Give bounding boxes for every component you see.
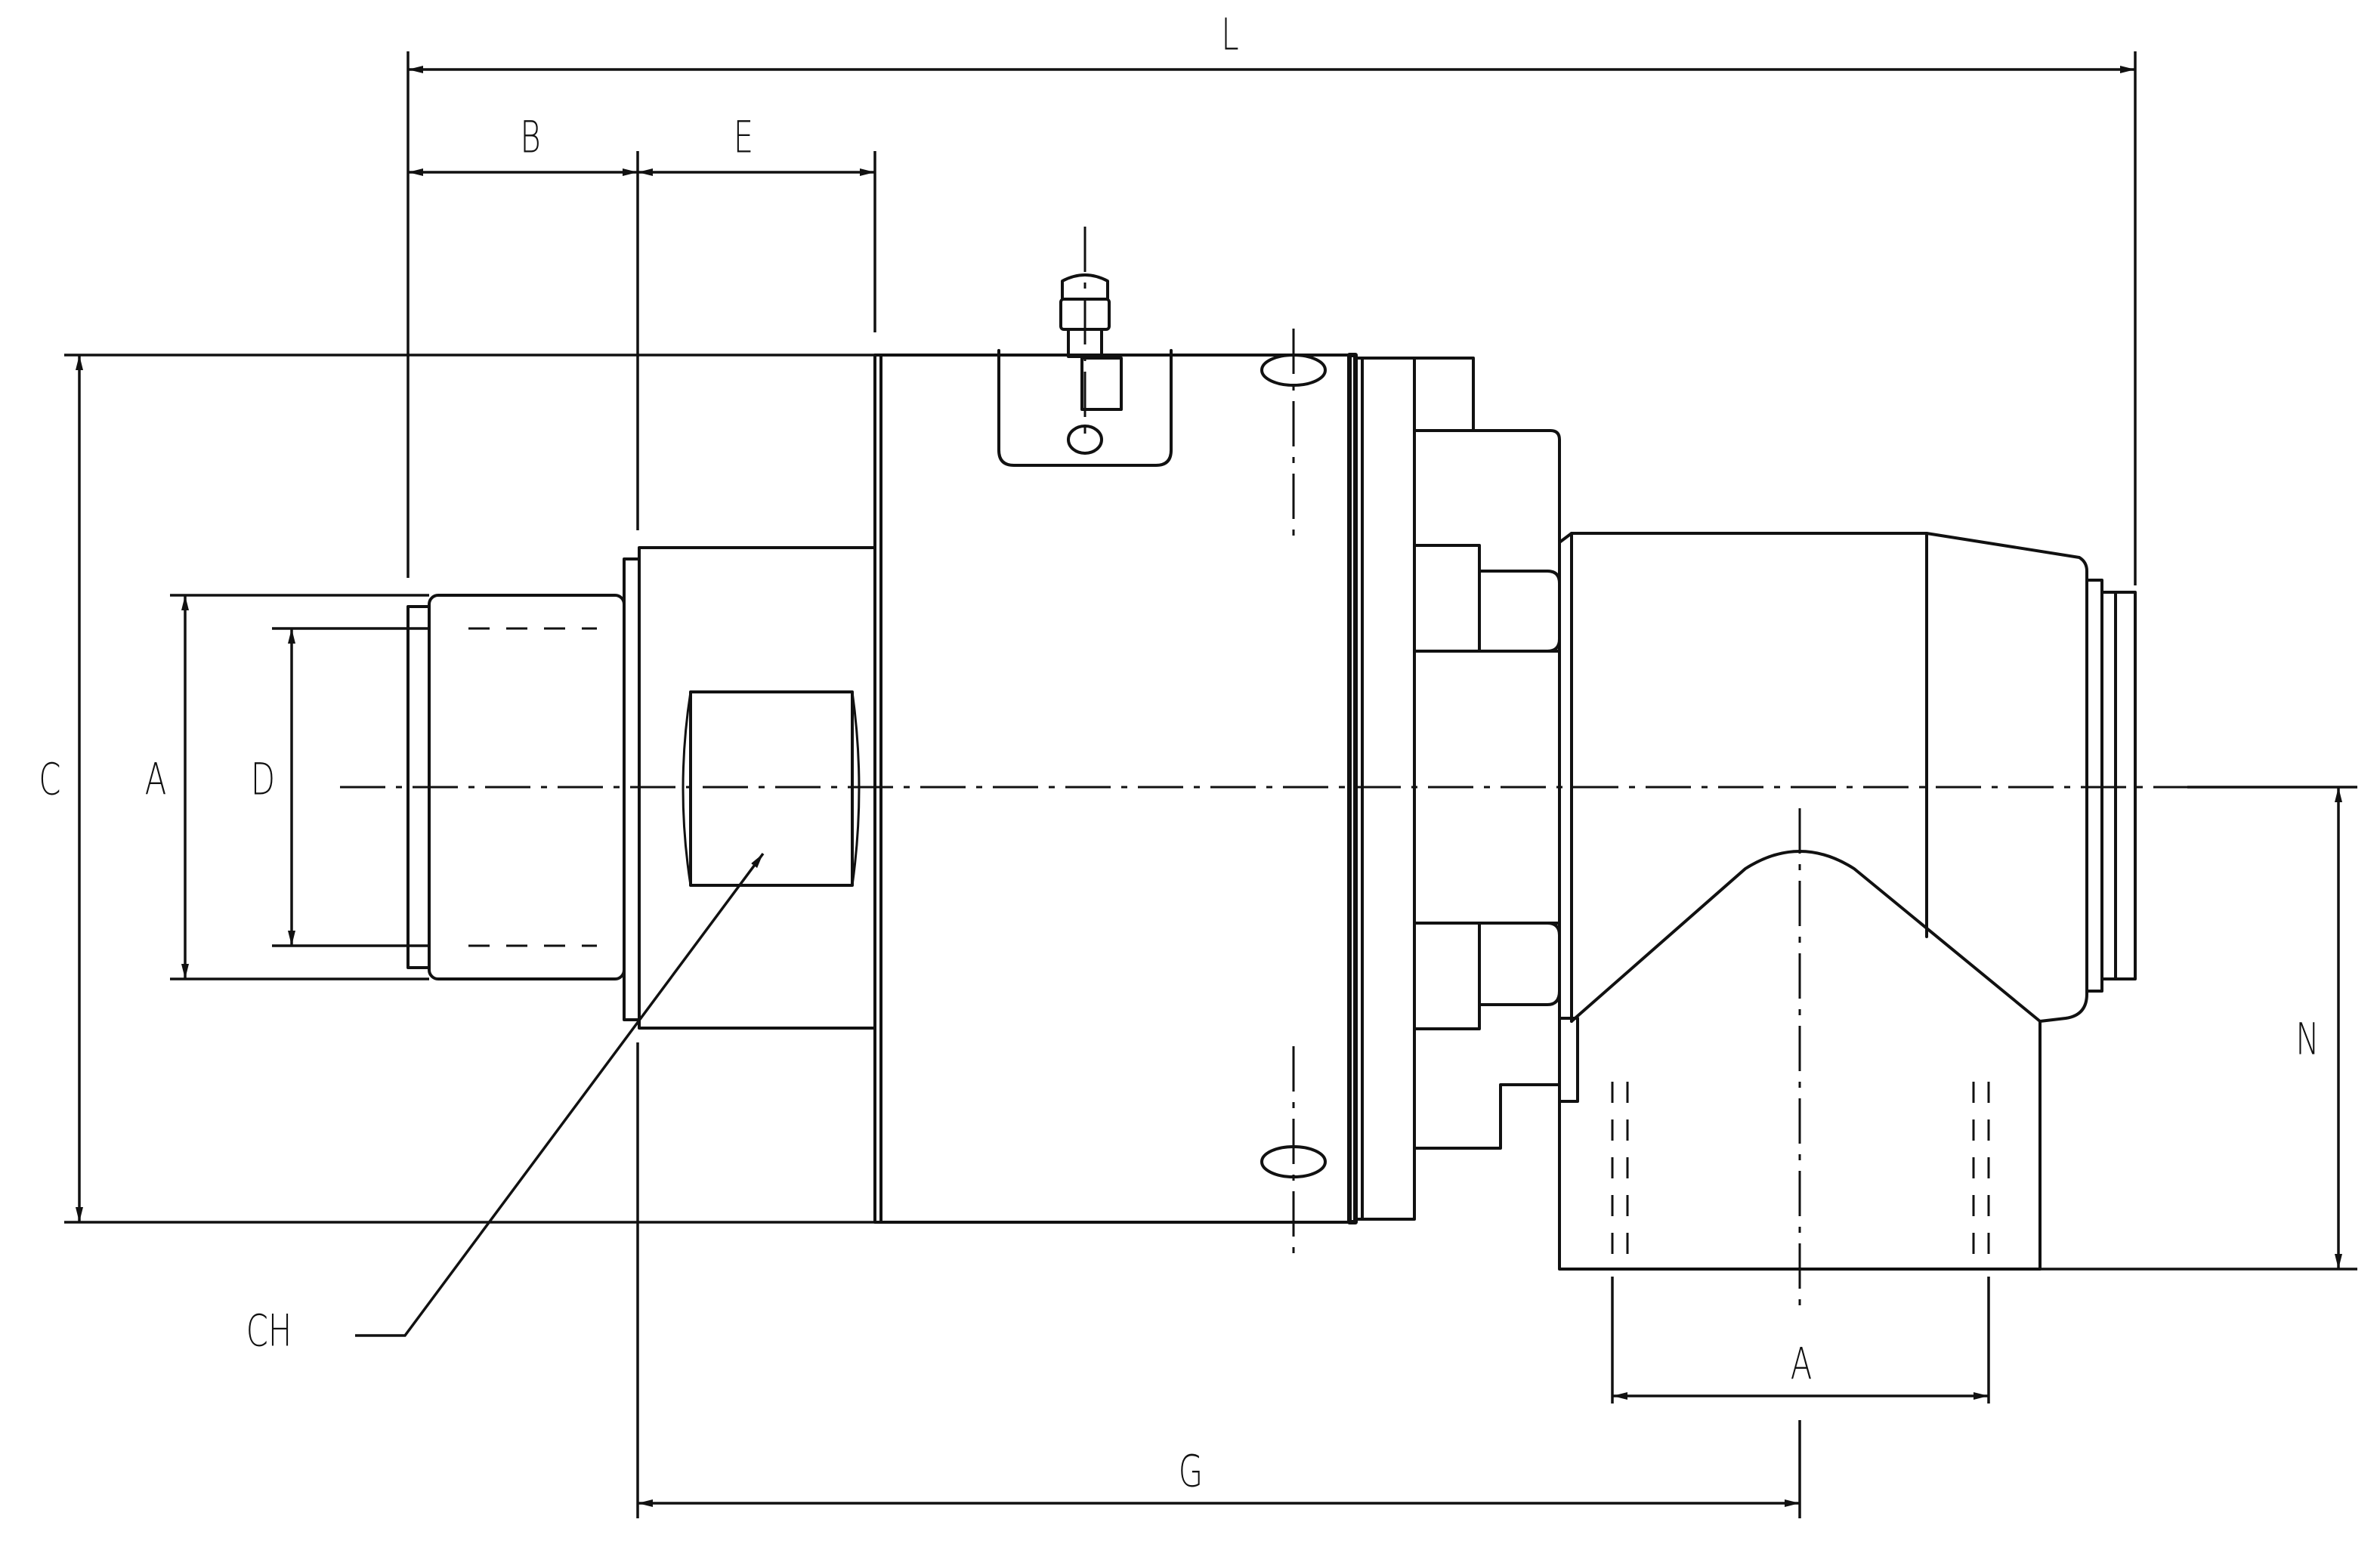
bolt-hole-bottom (1260, 1145, 1327, 1178)
center-lines (340, 227, 2191, 1307)
flange (1354, 357, 1561, 1221)
ch-leader-line (355, 852, 765, 1337)
label-A-left: A (145, 754, 167, 805)
label-G: G (1179, 1446, 1203, 1497)
hex-flat-face (689, 690, 854, 887)
label-A-bottom: A (1791, 1339, 1813, 1390)
main-housing (873, 353, 1358, 1224)
right-outlet-stub (2085, 579, 2137, 993)
label-E: E (734, 112, 753, 163)
label-D: D (251, 754, 275, 805)
label-B: B (520, 112, 540, 163)
label-CH: CH (246, 1305, 292, 1357)
bolt-hole-top (1260, 354, 1327, 387)
grease-fitting (997, 273, 1173, 467)
dimension-labels: L B E C A D N A G CH (39, 9, 2319, 1497)
label-N: N (2295, 1014, 2319, 1065)
label-L: L (1221, 9, 1238, 60)
elbow-housing (1558, 532, 2088, 1271)
dimension-lines (76, 66, 2342, 1507)
label-C: C (39, 754, 60, 805)
extension-lines (64, 51, 2357, 1518)
